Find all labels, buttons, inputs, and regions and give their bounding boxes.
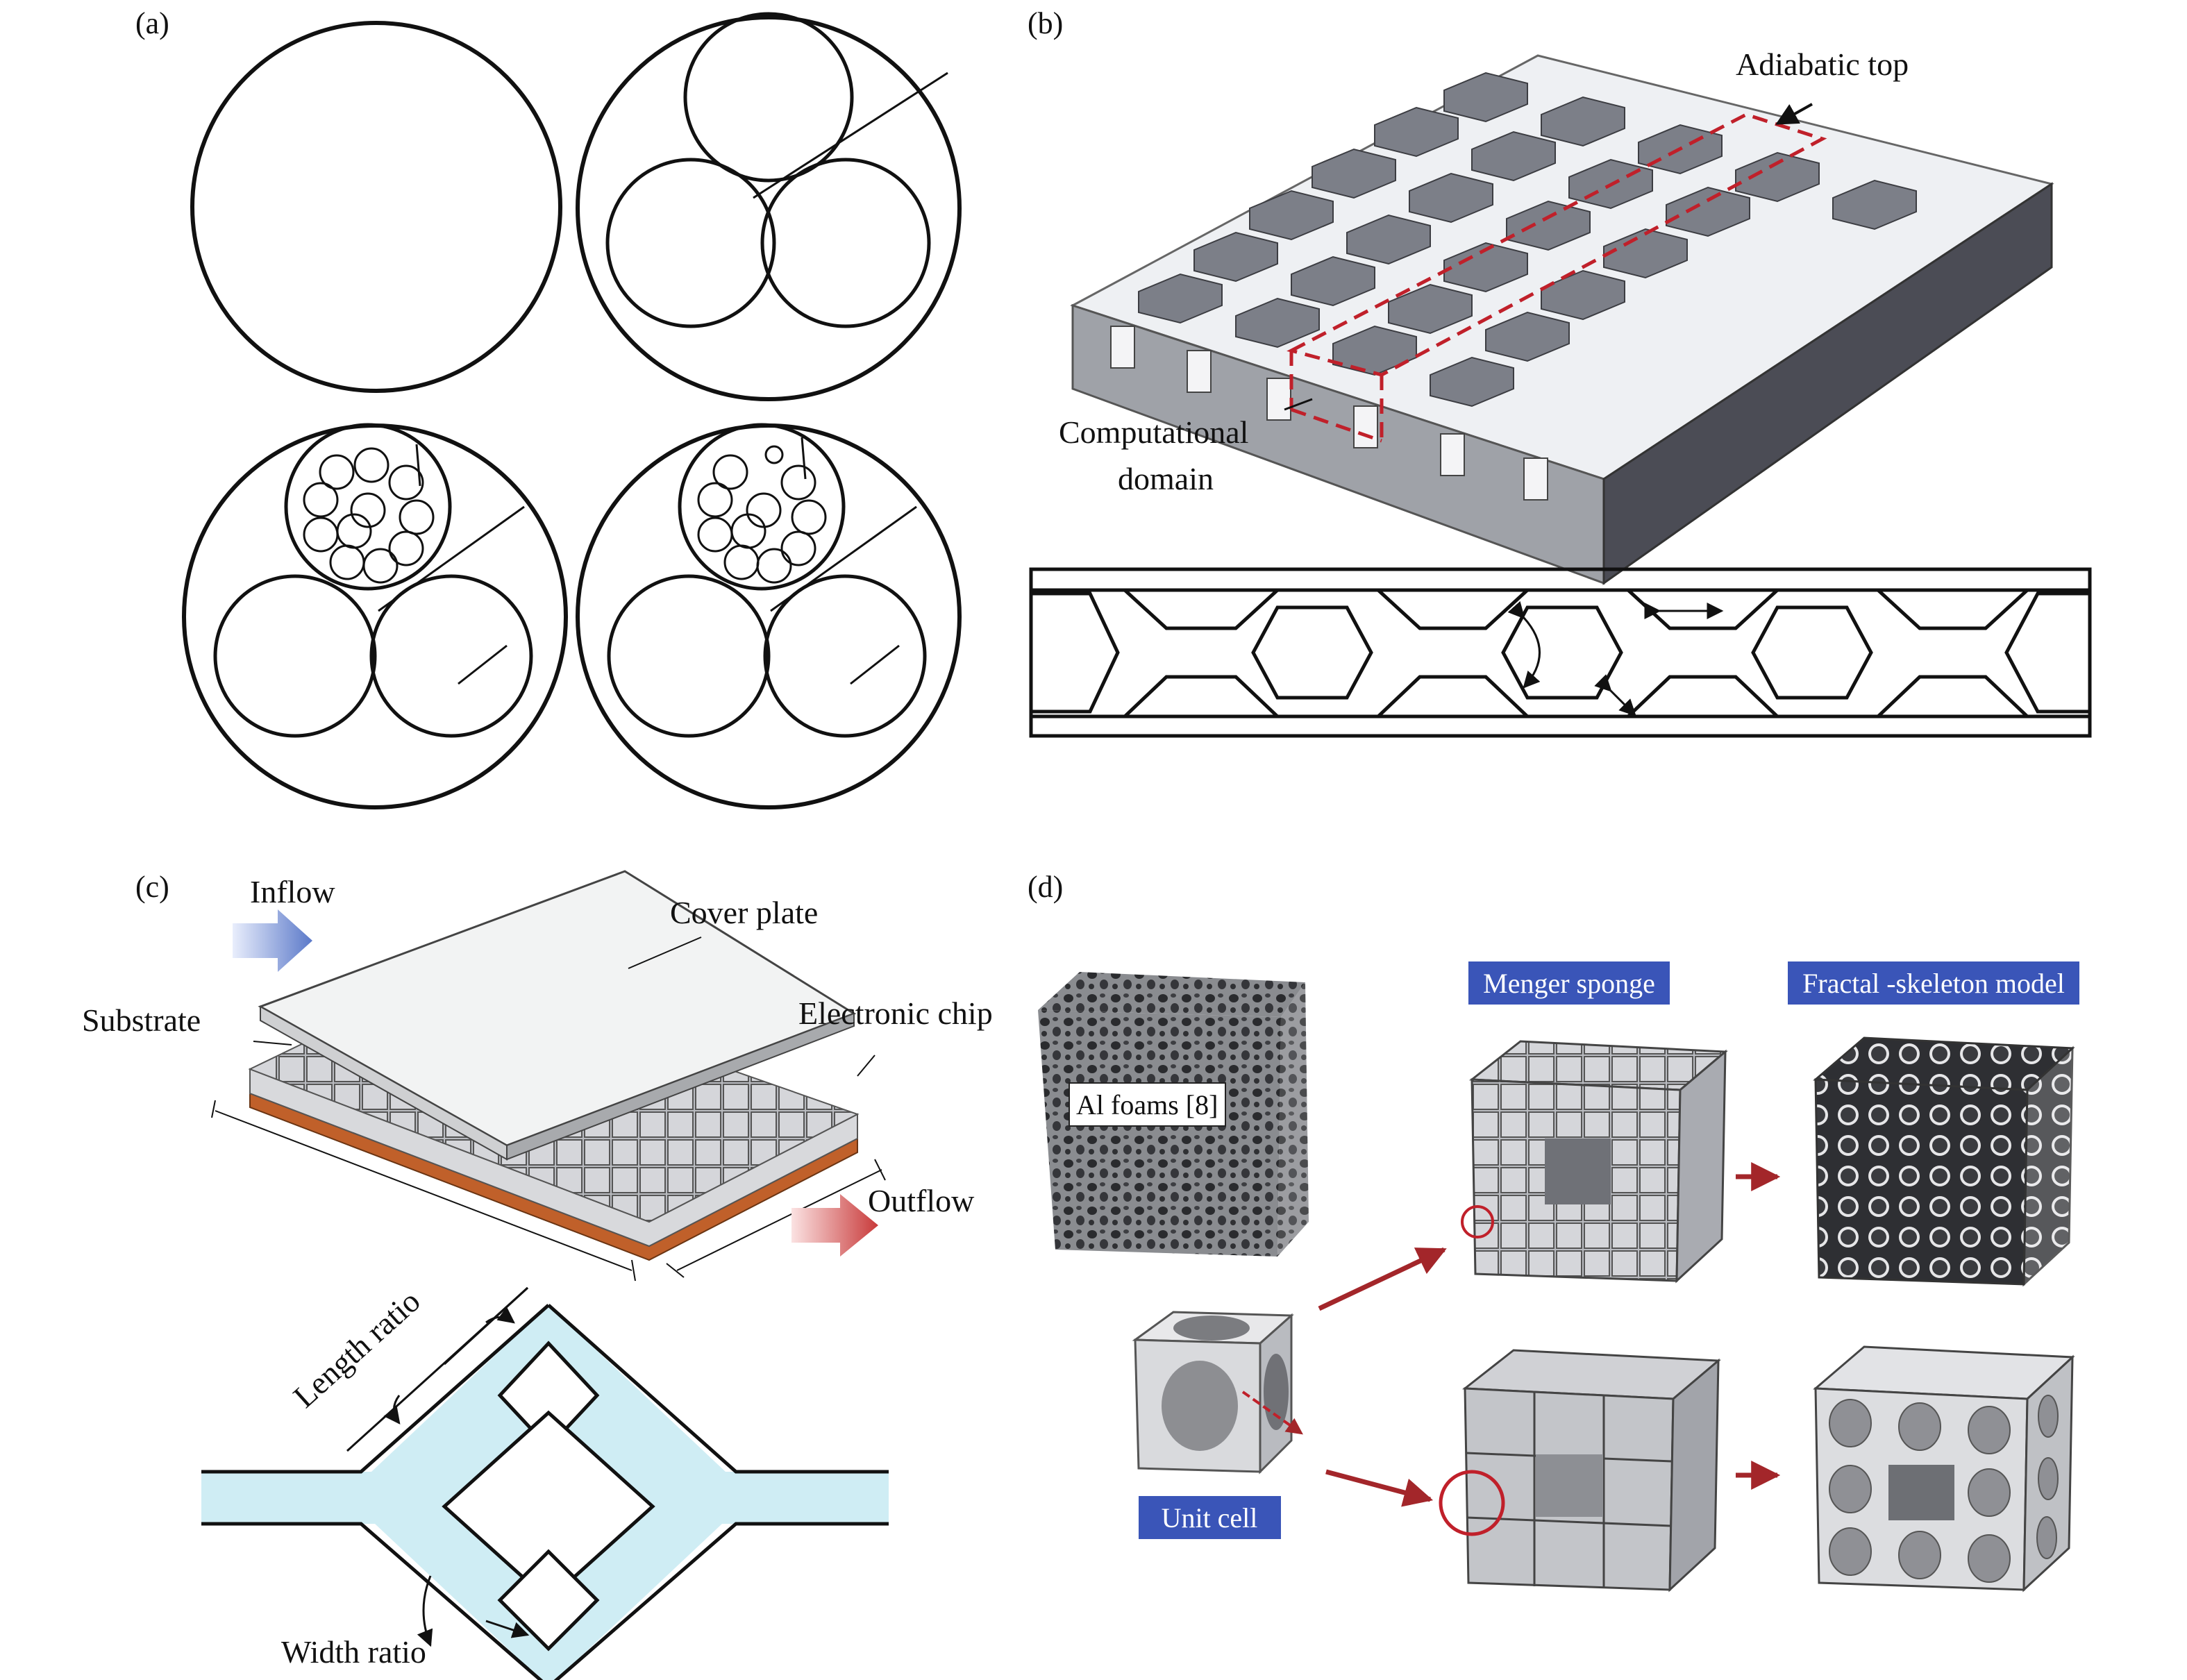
menger-sponge-label: Menger sponge: [1483, 968, 1655, 999]
inflow-arrow: [233, 909, 312, 972]
leader-lines: [253, 936, 875, 1077]
outflow-arrow: [791, 1194, 878, 1257]
panel-a-label: (a): [135, 6, 169, 40]
unit-cell-label: Unit cell: [1162, 1502, 1258, 1534]
panel-b: (b): [1028, 6, 2092, 738]
circle-generation-0: [190, 21, 562, 393]
circle-generation-1: [576, 12, 962, 401]
unit-cell-cube: [1132, 1311, 1303, 1475]
al-foam-cube: [1038, 972, 1309, 1257]
computational-domain-outline: [1287, 112, 1827, 443]
panel-d: (d) Al foams [8] Unit cell Menger sponge…: [1028, 870, 2079, 1593]
electronic-chip-label: Electronic chip: [798, 996, 993, 1031]
panel-b-label: (b): [1028, 6, 1063, 40]
circle-generation-3: [576, 423, 962, 809]
length-ratio-label: Length ratio: [287, 1283, 427, 1414]
panel-a: (a): [135, 6, 962, 809]
width-ratio-label: Width ratio: [281, 1634, 426, 1670]
menger-sponge-fine-cube: [1461, 1040, 1728, 1284]
circle-generation-2: [182, 423, 568, 809]
fractal-skeleton-coarse-cube: [1813, 1345, 2075, 1593]
computational-domain-label-line1: Computational: [1059, 414, 1248, 450]
panel-d-label: (d): [1028, 870, 1063, 904]
computational-domain-label-line2: domain: [1118, 461, 1214, 496]
inflow-label: Inflow: [250, 874, 335, 909]
fractal-skeleton-fine-cube: [1813, 1036, 2075, 1287]
adiabatic-top-label: Adiabatic top: [1736, 47, 1909, 82]
panel-c-label: (c): [135, 870, 169, 904]
fractal-skeleton-label: Fractal -skeleton model: [1802, 968, 2065, 999]
cover-plate-label: Cover plate: [670, 895, 818, 930]
menger-sponge-badge: [1468, 961, 1670, 1005]
panel-c: (c) Inflow Cover pla: [82, 870, 993, 1680]
heat-sink-3d: [1070, 54, 2054, 585]
dimension-lines: [211, 1100, 886, 1282]
unit-cell-badge: [1139, 1496, 1281, 1539]
section-dimension-marks: [1507, 600, 1724, 716]
menger-sponge-coarse-cube: [1439, 1349, 1721, 1593]
substrate-label: Substrate: [82, 1002, 201, 1038]
layered-heat-sink: [211, 870, 886, 1282]
fractal-skeleton-badge: [1788, 961, 2079, 1005]
side-wall: [1602, 182, 2053, 585]
hexagonal-channel-section: [1029, 567, 2092, 738]
channel-dimension-marks: [346, 1286, 530, 1647]
adiabatic-top-arrow: [1775, 103, 1813, 125]
fractal-channel-diagram: [201, 1304, 889, 1680]
al-foams-label: Al foams [8]: [1076, 1089, 1218, 1120]
front-channel-slots: [1110, 326, 1548, 501]
outflow-label: Outflow: [868, 1183, 975, 1218]
computational-domain-leader: [1284, 398, 1313, 411]
process-arrows: [1318, 1162, 1781, 1507]
